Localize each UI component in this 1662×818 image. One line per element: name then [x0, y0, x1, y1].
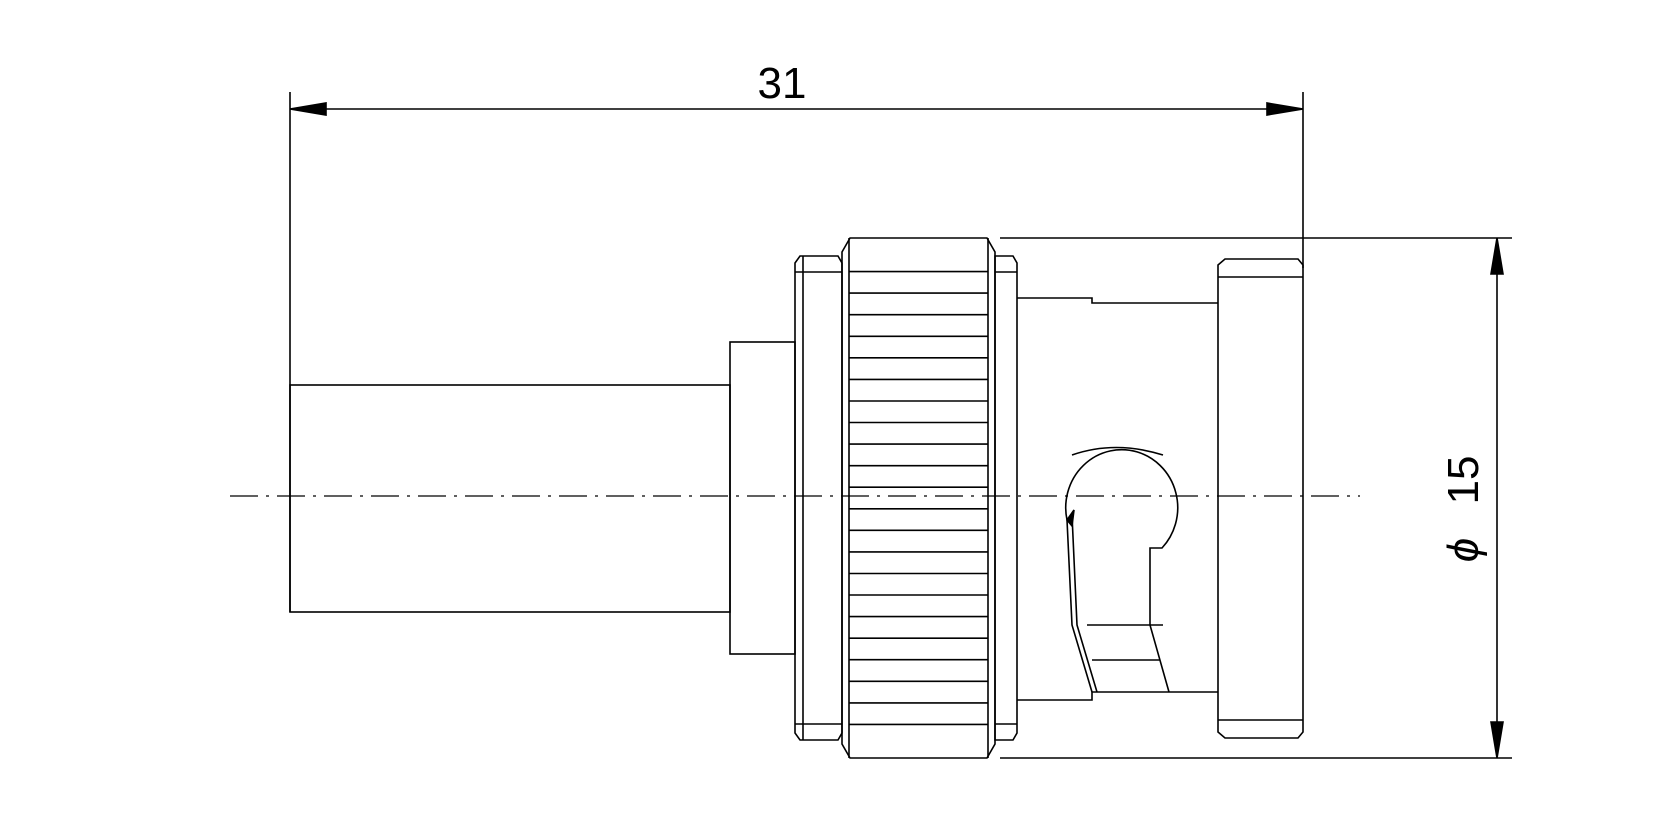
extension-lines: [289, 92, 1512, 759]
bayonet-slot: [1064, 446, 1179, 693]
knurled-nut: [841, 237, 996, 759]
length-dimension-text: 31: [758, 59, 807, 108]
sleeve-collar: [729, 341, 796, 655]
crimp-sleeve: [289, 384, 731, 613]
diameter-label: ϕ 15: [1439, 456, 1488, 563]
front-flange: [1217, 258, 1304, 739]
rear-ring: [794, 255, 843, 741]
front-ring: [994, 255, 1018, 741]
diameter-symbol: ϕ: [1439, 538, 1488, 562]
diameter-dimension-line: [1490, 237, 1504, 759]
diameter-value: 15: [1439, 456, 1488, 505]
bayonet-body: [1017, 297, 1218, 701]
length-dimension-line: [289, 102, 1304, 116]
